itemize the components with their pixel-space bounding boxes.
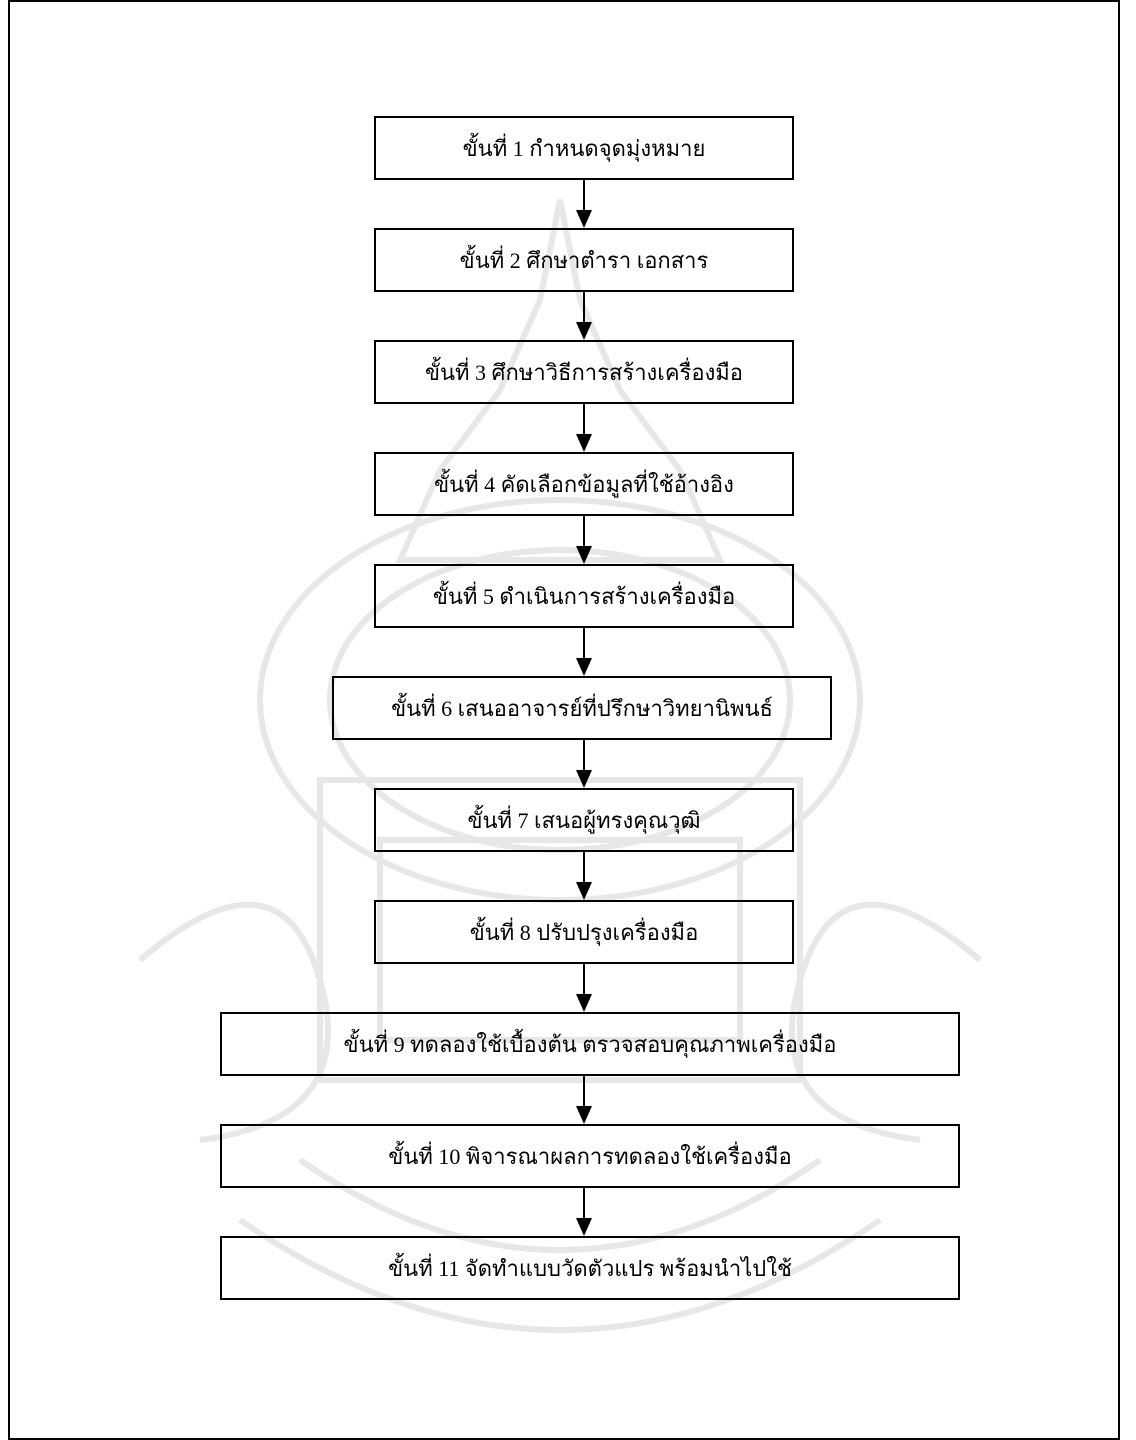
- step-1-box: ขั้นที่ 1 กำหนดจุดมุ่งหมาย: [374, 116, 794, 180]
- step-5-box: ขั้นที่ 5 ดำเนินการสร้างเครื่องมือ: [374, 564, 794, 628]
- step-7-box: ขั้นที่ 7 เสนอผู้ทรงคุณวุฒิ: [374, 788, 794, 852]
- step-4-box: ขั้นที่ 4 คัดเลือกข้อมูลที่ใช้อ้างอิง: [374, 452, 794, 516]
- step-4-label: ขั้นที่ 4 คัดเลือกข้อมูลที่ใช้อ้างอิง: [434, 471, 734, 497]
- step-7-label: ขั้นที่ 7 เสนอผู้ทรงคุณวุฒิ: [467, 807, 701, 833]
- step-8-label: ขั้นที่ 8 ปรับปรุงเครื่องมือ: [469, 919, 699, 945]
- step-2-label: ขั้นที่ 2 ศึกษาตำรา เอกสาร: [459, 247, 709, 273]
- step-9-label: ขั้นที่ 9 ทดลองใช้เบื้องต้น ตรวจสอบคุณภา…: [343, 1031, 837, 1057]
- step-10-box: ขั้นที่ 10 พิจารณาผลการทดลองใช้เครื่องมื…: [220, 1124, 960, 1188]
- step-11-label: ขั้นที่ 11 จัดทำแบบวัดตัวแปร พร้อมนำไปใช…: [388, 1255, 792, 1281]
- step-8-box: ขั้นที่ 8 ปรับปรุงเครื่องมือ: [374, 900, 794, 964]
- step-9-box: ขั้นที่ 9 ทดลองใช้เบื้องต้น ตรวจสอบคุณภา…: [220, 1012, 960, 1076]
- step-3-box: ขั้นที่ 3 ศึกษาวิธีการสร้างเครื่องมือ: [374, 340, 794, 404]
- step-3-label: ขั้นที่ 3 ศึกษาวิธีการสร้างเครื่องมือ: [424, 359, 744, 385]
- step-11-box: ขั้นที่ 11 จัดทำแบบวัดตัวแปร พร้อมนำไปใช…: [220, 1236, 960, 1300]
- step-5-label: ขั้นที่ 5 ดำเนินการสร้างเครื่องมือ: [432, 583, 736, 609]
- step-2-box: ขั้นที่ 2 ศึกษาตำรา เอกสาร: [374, 228, 794, 292]
- step-1-label: ขั้นที่ 1 กำหนดจุดมุ่งหมาย: [462, 135, 706, 161]
- step-10-label: ขั้นที่ 10 พิจารณาผลการทดลองใช้เครื่องมื…: [388, 1143, 792, 1169]
- step-6-label: ขั้นที่ 6 เสนออาจารย์ที่ปรึกษาวิทยานิพนธ…: [391, 695, 773, 721]
- step-6-box: ขั้นที่ 6 เสนออาจารย์ที่ปรึกษาวิทยานิพนธ…: [332, 676, 832, 740]
